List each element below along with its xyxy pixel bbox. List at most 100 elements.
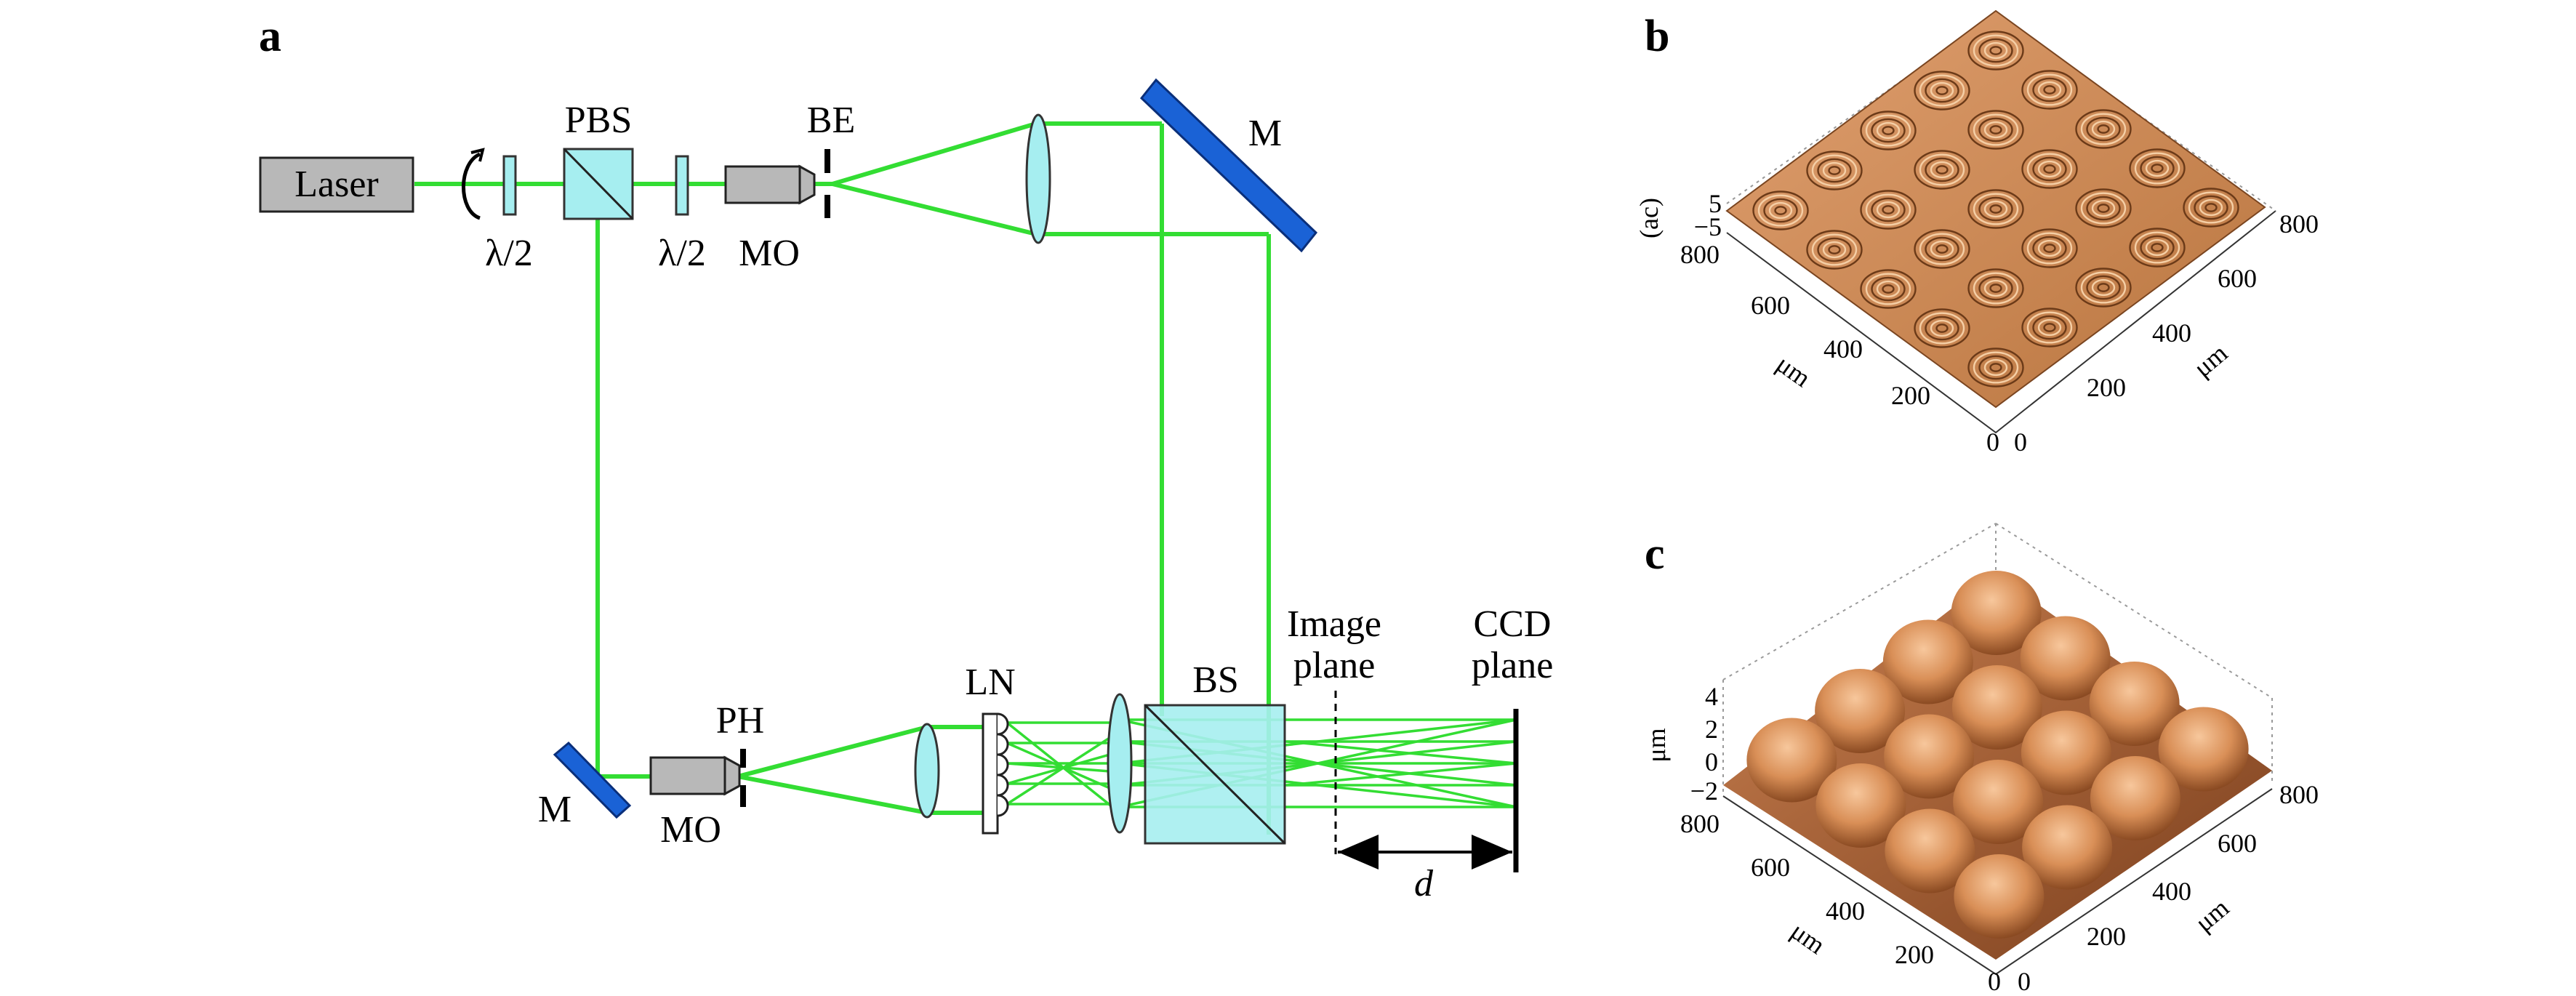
surface-ring [2032, 315, 2067, 340]
surface-ring [1828, 245, 1841, 254]
panel-c-right-tick-0: 0 [2018, 967, 2031, 996]
half-wave-plate-1 [502, 155, 517, 216]
half-wave-plate-1-label: λ/2 [485, 233, 533, 274]
surface-ring [2097, 283, 2110, 292]
panel-c-z-tick-2: 2 [1705, 715, 1718, 744]
surface-bump [1882, 619, 1973, 704]
panel-c-3d-surface: c 4 2 0 −2 μm 800 600 400 200 0 μm 0 200… [1642, 523, 2319, 996]
surface-ring [1930, 240, 1954, 258]
panel-b-surface [1725, 9, 2266, 409]
distance-d-label: d [1414, 863, 1434, 904]
surface-ring [2032, 77, 2067, 103]
surface-ring [2145, 238, 2170, 257]
surface-ring [1989, 284, 2002, 293]
surface-ring [1967, 189, 2024, 229]
mirror-bottom [553, 741, 632, 819]
surface-ring [2043, 323, 2056, 332]
panel-c-z-tick-4: 4 [1705, 682, 1718, 711]
mo-bottom-label: MO [660, 809, 721, 851]
ccd-plane-label-line1: CCD [1474, 603, 1552, 645]
surface-ring [2075, 268, 2132, 308]
surface-ring [2097, 204, 2110, 213]
panel-c-letter: c [1645, 529, 1665, 579]
surface-ring [1882, 205, 1895, 214]
surface-ring [1806, 230, 1863, 270]
surface-ring [2080, 271, 2127, 304]
collimating-lens-bottom [914, 723, 940, 819]
surface-ring [1757, 194, 1804, 227]
surface-bump [2021, 710, 2111, 795]
surface-bump [1953, 760, 2044, 844]
surface-ring [2021, 70, 2078, 110]
panel-c-right-tick-400: 400 [2152, 877, 2191, 906]
beam-expanding-upper [832, 121, 1037, 186]
panel-b-right-tick-0: 0 [2014, 427, 2027, 457]
surface-ring [1983, 358, 2008, 377]
microscope-objective-top [724, 165, 801, 204]
panel-a-optical-setup: a [259, 12, 1553, 904]
surface-ring [2043, 85, 2056, 95]
mirror-top-label: M [1248, 113, 1282, 154]
panel-b-left-tick-200: 200 [1891, 381, 1930, 410]
surface-ring [1774, 206, 1787, 215]
surface-ring [1973, 113, 2019, 146]
surface-bump [1884, 714, 1975, 799]
surface-ring [1973, 193, 2019, 225]
surface-ring [2021, 308, 2078, 348]
surface-ring [1811, 233, 1858, 266]
mirror-bottom-label: M [538, 789, 571, 830]
surface-ring [1876, 280, 1901, 298]
surface-ring [1978, 196, 2013, 222]
panel-c-left-tick-400: 400 [1826, 896, 1865, 925]
surface-ring [2134, 152, 2180, 185]
surface-ring [2043, 244, 2056, 253]
surface-ring [2037, 81, 2062, 99]
surface-ring [2037, 318, 2062, 337]
panel-b-3d-surface: b 5 −5 (ac) 800 600 400 200 0 μm 0 200 4… [1634, 9, 2319, 457]
panel-b-letter: b [1645, 12, 1669, 61]
surface-ring [1919, 153, 1965, 186]
panel-b-ring-pattern [1752, 31, 2239, 387]
lenslet-array [982, 712, 1009, 835]
surface-ring [1925, 78, 1959, 103]
field-lens [1107, 693, 1133, 834]
bs-diagonal [1144, 704, 1286, 845]
ln-label: LN [965, 662, 1015, 703]
surface-ring [1822, 161, 1847, 180]
panel-c-right-tick-600: 600 [2218, 829, 2257, 858]
surface-ring [1914, 308, 1970, 348]
surface-ring [1930, 81, 1954, 100]
surface-ring [2021, 228, 2078, 268]
surface-ring [2086, 275, 2121, 300]
microscope-objective-top-tip [798, 164, 816, 205]
surface-bump [2020, 616, 2111, 701]
surface-ring [1935, 86, 1949, 95]
surface-bump [1951, 571, 2042, 655]
panel-b-z-tick-1: 5 [1709, 189, 1722, 218]
surface-bump [2022, 805, 2113, 890]
surface-ring [1871, 276, 1906, 302]
be-label: BE [807, 100, 855, 141]
surface-ring [2151, 164, 2164, 173]
surface-ring [1919, 233, 1965, 265]
beam-bottom-expand-upper [737, 725, 928, 779]
panel-c-left-tick-600: 600 [1751, 853, 1790, 882]
surface-ring [1989, 125, 2002, 134]
surface-ring [1817, 158, 1852, 183]
surface-ring [1817, 237, 1852, 262]
surface-ring [2188, 191, 2234, 224]
panel-b-right-tick-400: 400 [2152, 318, 2191, 348]
surface-ring [1973, 34, 2019, 67]
panel-c-right-tick-800: 800 [2279, 780, 2319, 809]
surface-ring [1930, 319, 1954, 337]
surface-ring [2086, 116, 2121, 142]
surface-ring [1973, 351, 2019, 384]
panel-b-left-unit: μm [1771, 349, 1816, 393]
panel-c-bump-array [1746, 571, 2249, 939]
surface-ring [2140, 235, 2175, 260]
surface-ring [1983, 279, 2008, 297]
panel-c-left-tick-200: 200 [1895, 940, 1934, 969]
surface-ring [1925, 157, 1959, 182]
panel-b-right-tick-800: 800 [2279, 209, 2319, 238]
surface-ring [1925, 236, 1959, 262]
